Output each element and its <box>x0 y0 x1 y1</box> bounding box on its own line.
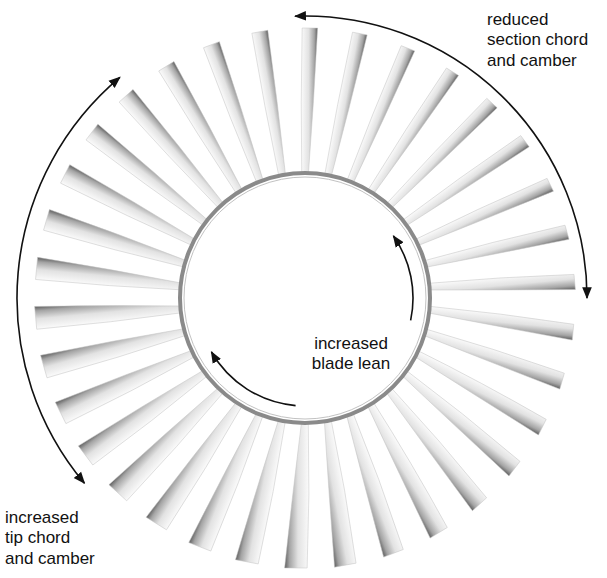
turbine-blade <box>417 328 565 389</box>
turbine-blade <box>307 417 358 567</box>
turbine-blade <box>421 221 569 280</box>
turbine-blade <box>425 306 574 340</box>
hub-inner <box>184 177 426 419</box>
annotation-arrows <box>17 16 587 483</box>
hub <box>180 173 430 423</box>
hub-ring <box>180 173 430 423</box>
turbine-blade <box>426 270 575 303</box>
turbine-blade <box>251 30 295 179</box>
annotation-label: reduced section chord and camber <box>487 10 599 71</box>
annotation-label: increased blade lean <box>306 334 396 375</box>
turbine-blade <box>35 293 184 329</box>
turbine-blade <box>36 257 185 293</box>
turbine-blade <box>285 420 309 568</box>
blade-group <box>35 28 576 568</box>
annotation-arc <box>393 236 413 320</box>
annotation-label: increased tip chord and camber <box>5 508 99 569</box>
annotation-arc <box>211 352 295 406</box>
turbine-blade <box>235 414 286 564</box>
turbine-blade <box>44 210 192 271</box>
turbine-blade <box>346 45 415 189</box>
turbine-blade <box>301 28 317 176</box>
annotation-arc <box>17 77 120 483</box>
